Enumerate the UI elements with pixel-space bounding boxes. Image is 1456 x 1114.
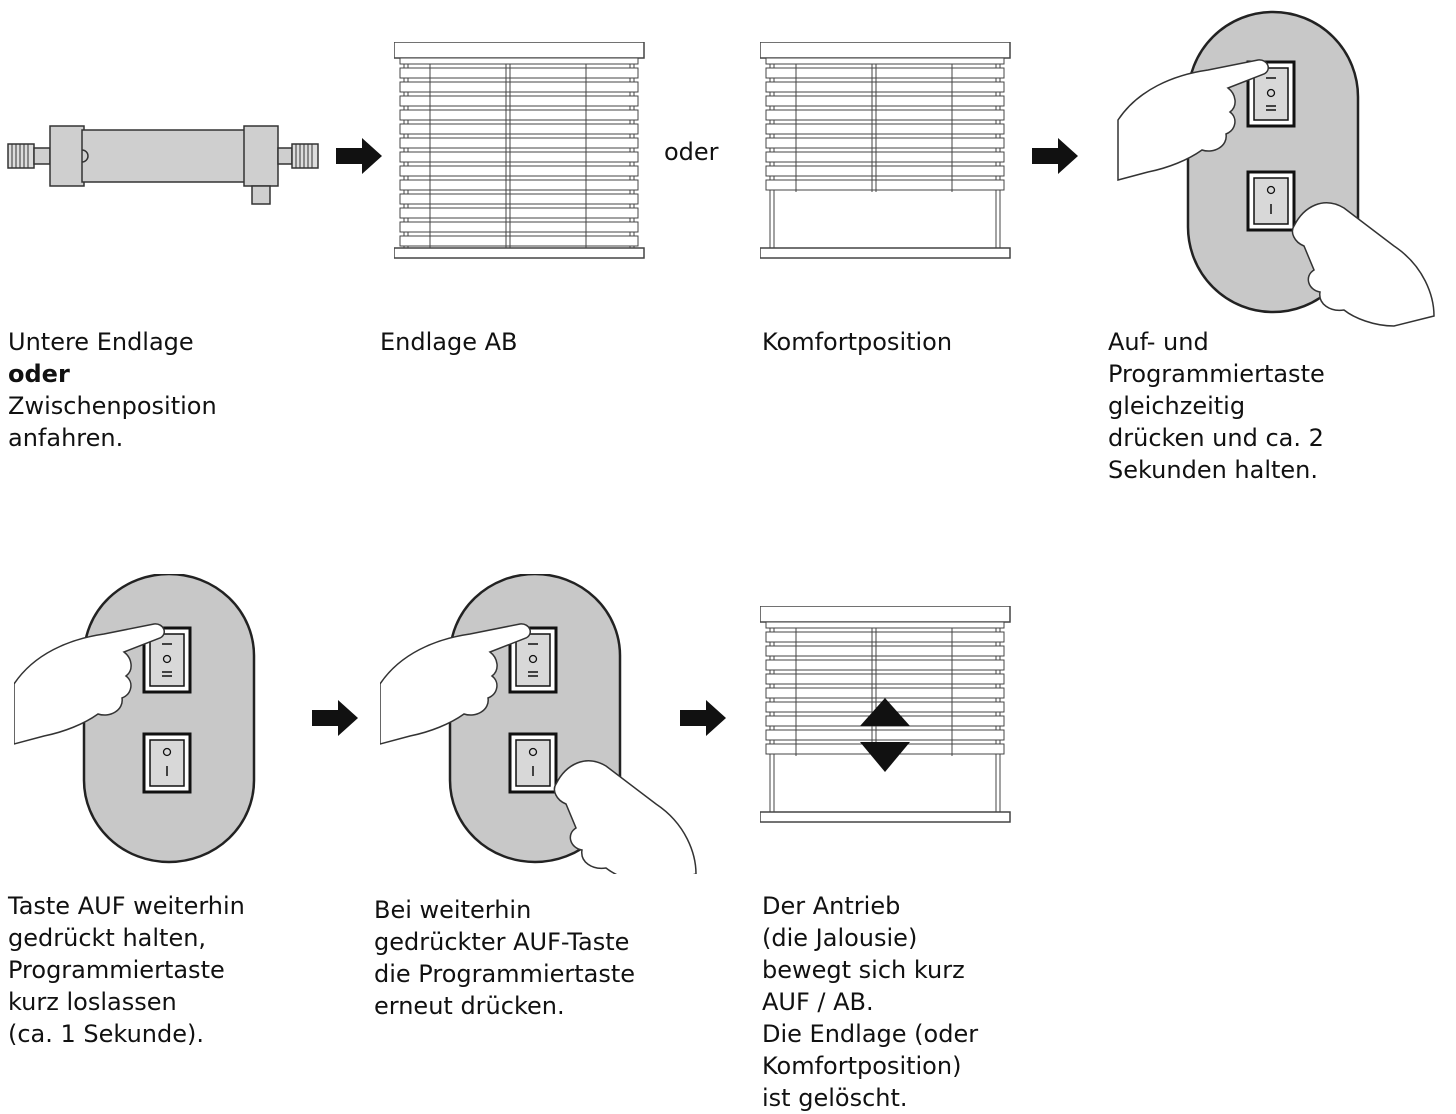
blind-comfort-figure <box>760 42 1011 259</box>
remote-both-pressed-figure <box>1117 10 1435 327</box>
caption-line: Sekunden halten. <box>1108 456 1319 484</box>
arrow-right-icon <box>1032 138 1078 174</box>
step5-caption: Taste AUF weiterhin gedrückt halten, Pro… <box>8 890 245 1050</box>
caption-line: Programmiertaste <box>8 956 225 984</box>
caption-line: Komfortposition) <box>762 1052 962 1080</box>
caption-line: Untere Endlage <box>8 328 194 356</box>
step7-caption: Der Antrieb (die Jalousie) bewegt sich k… <box>762 890 978 1114</box>
step4-caption: Auf- und Programmiertaste gleichzeitig d… <box>1108 326 1325 486</box>
caption-line: gleichzeitig <box>1108 392 1246 420</box>
arrow-right-icon <box>336 138 382 174</box>
or-label: oder <box>664 138 719 166</box>
caption-line: kurz loslassen <box>8 988 177 1016</box>
caption-line: Zwischenposition <box>8 392 217 420</box>
arrow-right-icon <box>312 700 358 736</box>
down-arrow-icon <box>860 742 910 772</box>
remote-up-pressed-figure <box>14 574 256 864</box>
caption-line: Bei weiterhin <box>374 896 532 924</box>
caption-line-bold: oder <box>8 360 70 388</box>
step2-caption: Endlage AB <box>380 326 518 358</box>
caption-line: drücken und ca. 2 <box>1108 424 1324 452</box>
caption-line: Der Antrieb <box>762 892 901 920</box>
blind-closed-figure <box>394 42 645 259</box>
arrow-right-icon <box>680 700 726 736</box>
blind-moving-figure <box>760 606 1011 823</box>
caption-line: anfahren. <box>8 424 124 452</box>
caption-line: Die Endlage (oder <box>762 1020 979 1048</box>
motor-drive-figure <box>7 125 319 205</box>
caption-line: Programmiertaste <box>1108 360 1325 388</box>
caption-line: gedrückter AUF-Taste <box>374 928 630 956</box>
caption-line: bewegt sich kurz <box>762 956 965 984</box>
caption-line: (die Jalousie) <box>762 924 918 952</box>
step6-caption: Bei weiterhin gedrückter AUF-Taste die P… <box>374 894 635 1022</box>
caption-line: Komfortposition <box>762 328 953 356</box>
step1-caption: Untere Endlage oder Zwischenposition anf… <box>8 326 217 454</box>
up-arrow-icon <box>860 698 910 726</box>
caption-line: (ca. 1 Sekunde). <box>8 1020 204 1048</box>
caption-line: gedrückt halten, <box>8 924 207 952</box>
step3-caption: Komfortposition <box>762 326 952 358</box>
caption-line: die Programmiertaste <box>374 960 636 988</box>
caption-line: Auf- und <box>1108 328 1209 356</box>
caption-line: Taste AUF weiterhin <box>8 892 245 920</box>
caption-line: erneut drücken. <box>374 992 565 1020</box>
caption-line: Endlage AB <box>380 328 518 356</box>
caption-line: AUF / AB. <box>762 988 874 1016</box>
remote-both-pressed-again-figure <box>380 574 697 874</box>
caption-line: ist gelöscht. <box>762 1084 908 1112</box>
